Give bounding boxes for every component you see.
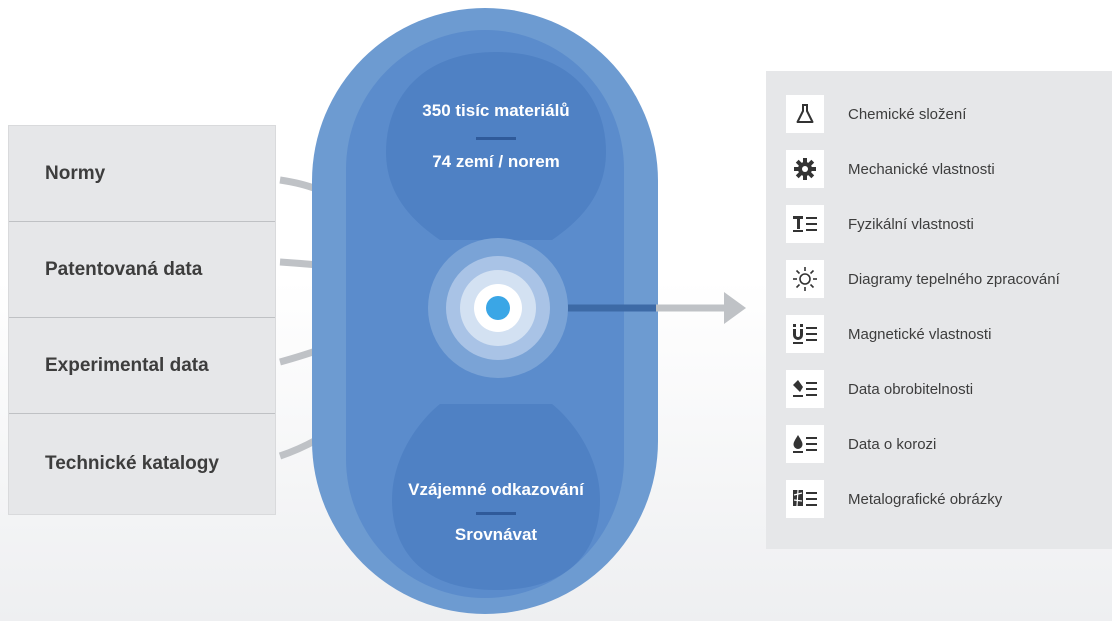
source-item-normy: Normy (9, 126, 275, 222)
source-label: Technické katalogy (45, 453, 219, 474)
property-item-corrosion: Data o korozi (786, 424, 936, 464)
property-item-mechanical: Mechanické vlastnosti (786, 149, 995, 189)
cross-reference-label: Vzájemné odkazování (408, 480, 584, 499)
bottom-divider (476, 512, 516, 515)
flask-icon (786, 95, 824, 133)
property-label: Magnetické vlastnosti (848, 325, 992, 343)
property-item-chemical: Chemické složení (786, 94, 966, 134)
materials-count: 350 tisíc materiálů (422, 101, 570, 120)
micrograph-list-icon (786, 480, 824, 518)
property-label: Data obrobitelnosti (848, 380, 974, 398)
source-item-experimental: Experimental data (9, 318, 275, 414)
property-item-magnetic: Magnetické vlastnosti (786, 314, 991, 354)
property-label: Fyzikální vlastnosti (848, 215, 974, 233)
compare-label: Srovnávat (454, 525, 538, 544)
property-label: Data o korozi (848, 435, 937, 453)
source-item-patented: Patentovaná data (9, 222, 275, 318)
gear-icon (786, 150, 824, 188)
top-lobe (386, 52, 606, 240)
property-label: Mechanické vlastnosti (848, 160, 995, 178)
magnet-list-icon (786, 315, 824, 353)
property-label: Diagramy tepelného zpracování (848, 270, 1060, 288)
source-label: Patentovaná data (45, 258, 203, 280)
source-label: Experimental data (45, 354, 209, 376)
property-item-machinability: Data obrobitelnosti (786, 369, 973, 409)
property-item-heat-treatment: Diagramy tepelného zpracování (786, 259, 1060, 299)
source-label: Normy (45, 162, 106, 184)
hammer-list-icon (786, 205, 824, 243)
property-label: Metalografické obrázky (848, 490, 1003, 508)
source-item-catalogs: Technické katalogy (9, 414, 275, 514)
property-item-metallographic: Metalografické obrázky (786, 479, 1002, 519)
drill-list-icon (786, 370, 824, 408)
top-divider (476, 137, 516, 140)
source-panel: Normy Patentovaná data Experimental data… (8, 125, 276, 515)
property-item-physical: Fyzikální vlastnosti (786, 204, 974, 244)
arrow-head-icon (724, 292, 746, 324)
countries-count: 74 zemí / norem (432, 152, 560, 171)
bottom-lobe (392, 404, 600, 590)
property-panel: Chemické složení Mechanické vlastnosti (766, 71, 1112, 549)
property-label: Chemické složení (848, 105, 967, 123)
drop-list-icon (786, 425, 824, 463)
sun-icon (786, 260, 824, 298)
hub-core (486, 296, 510, 320)
